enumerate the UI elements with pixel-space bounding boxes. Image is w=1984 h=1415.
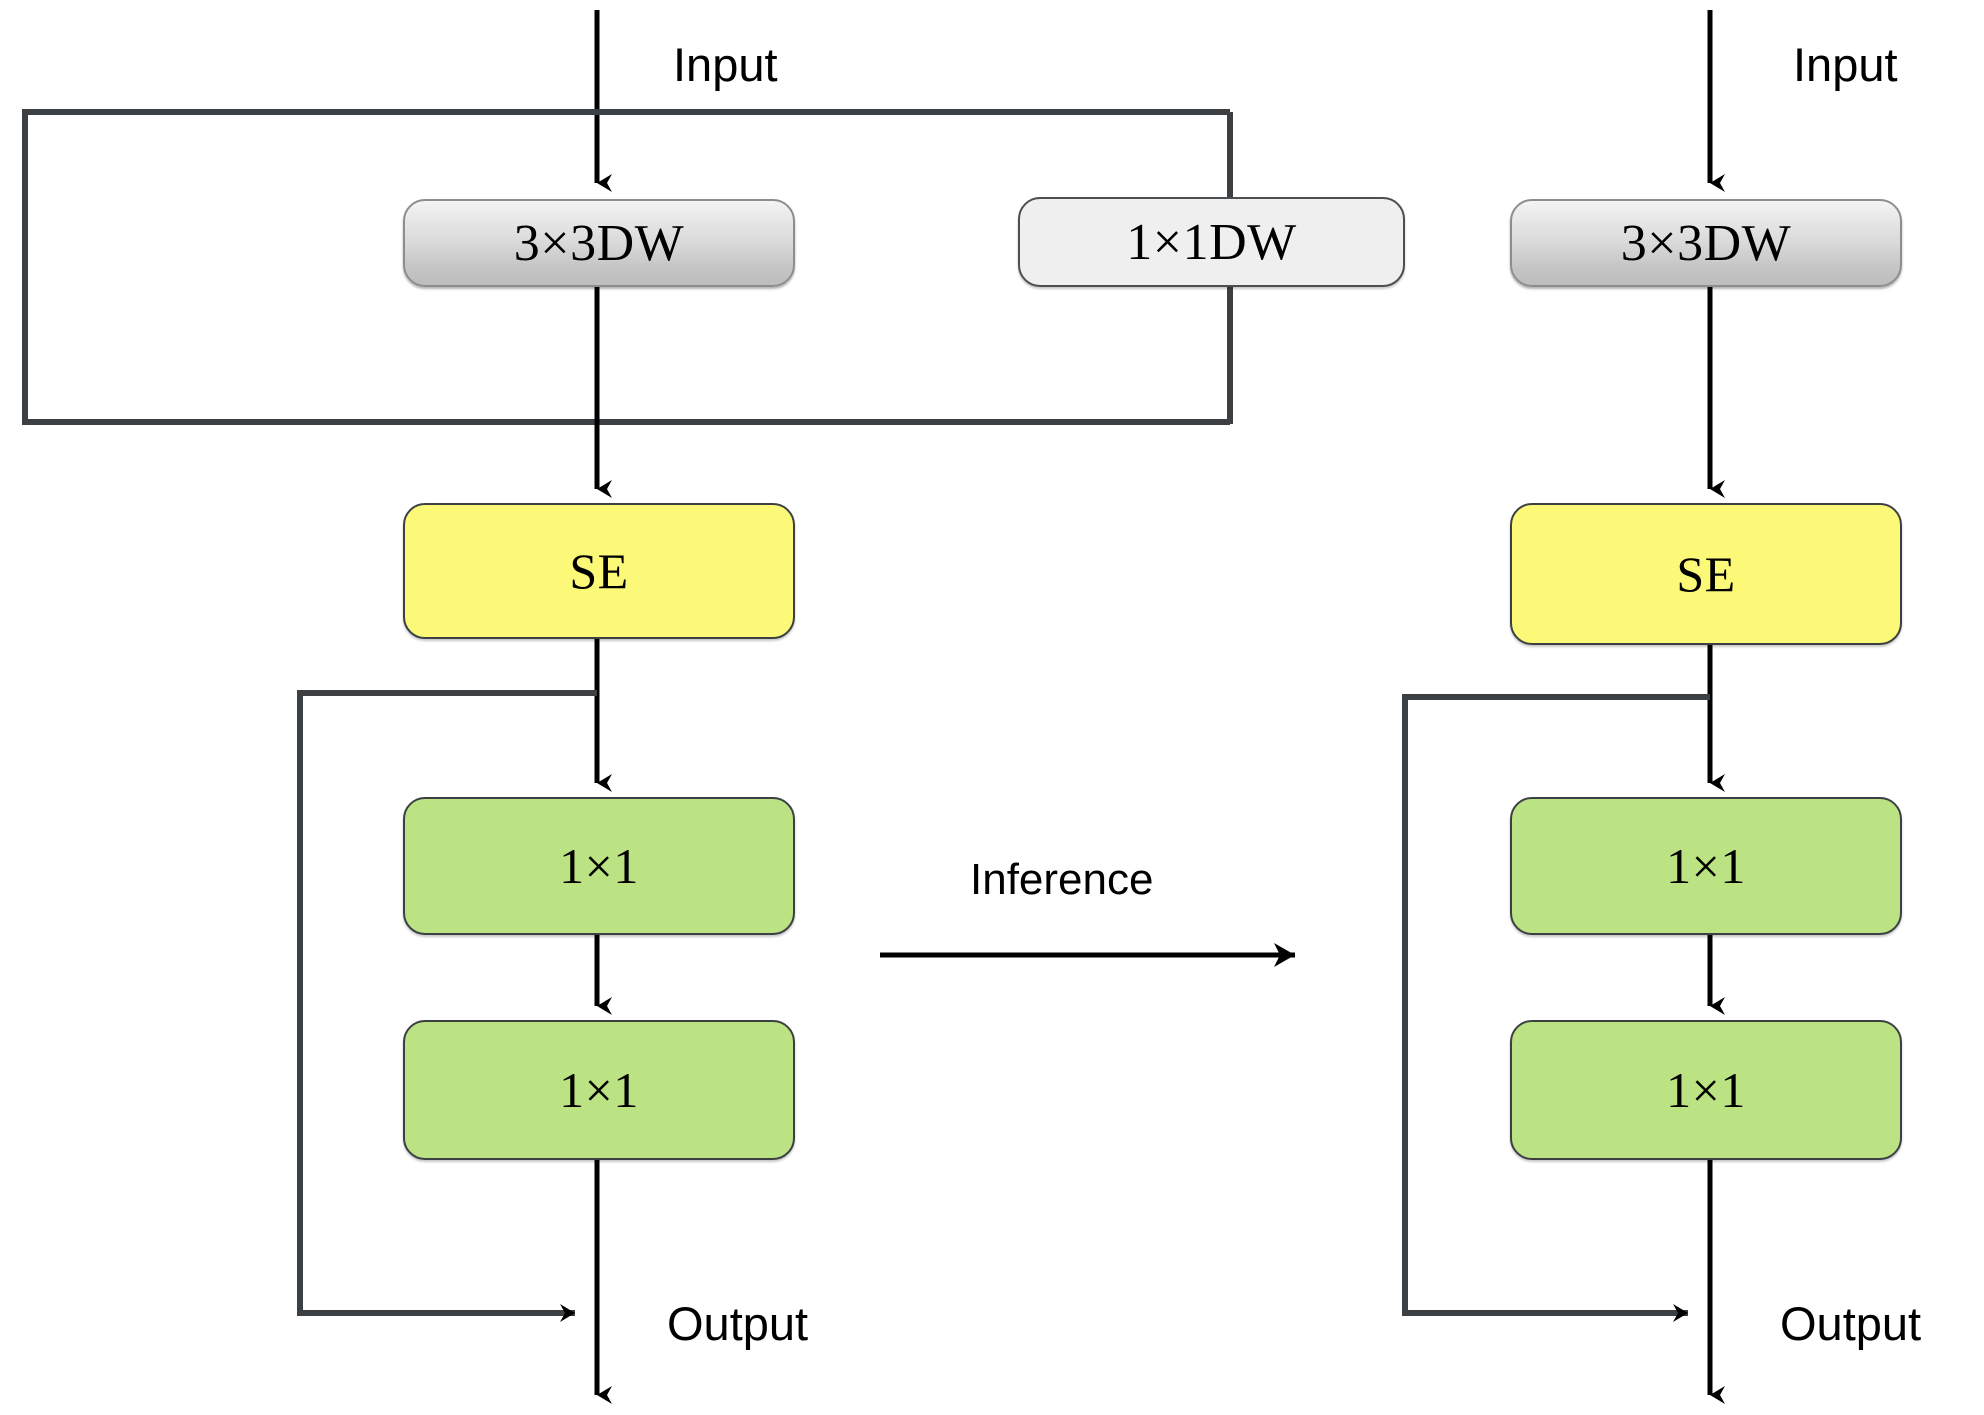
node-right-se-label: SE: [1676, 546, 1736, 602]
label-inference: Inference: [970, 855, 1154, 904]
node-right-pw2-label: 1×1: [1666, 1062, 1746, 1118]
node-left-dw3x3-label: 3×3DW: [513, 214, 685, 272]
node-left-pw2[interactable]: 1×1: [403, 1020, 795, 1160]
node-right-pw2[interactable]: 1×1: [1510, 1020, 1902, 1160]
node-left-pw1[interactable]: 1×1: [403, 797, 795, 935]
label-right-input: Input: [1793, 38, 1898, 91]
node-right-se[interactable]: SE: [1510, 503, 1902, 645]
node-left-dw1x1[interactable]: 1×1DW: [1018, 197, 1405, 287]
node-right-dw3x3-label: 3×3DW: [1620, 214, 1792, 272]
label-right-output: Output: [1780, 1297, 1922, 1350]
wire-left-identity-around-dw: [22, 109, 1230, 425]
wire-left-identity-around-pw: [297, 690, 597, 1322]
node-left-se-label: SE: [569, 543, 629, 599]
node-left-dw1x1-label: 1×1DW: [1126, 213, 1297, 271]
node-left-se[interactable]: SE: [403, 503, 795, 639]
node-right-pw1[interactable]: 1×1: [1510, 797, 1902, 935]
node-right-pw1-label: 1×1: [1666, 838, 1746, 894]
label-left-input: Input: [673, 38, 778, 91]
wire-right-identity-around-pw: [1402, 694, 1710, 1322]
node-left-dw3x3[interactable]: 3×3DW: [403, 199, 795, 287]
node-left-pw1-label: 1×1: [559, 838, 639, 894]
node-right-dw3x3[interactable]: 3×3DW: [1510, 199, 1902, 287]
node-left-pw2-label: 1×1: [559, 1062, 639, 1118]
label-left-output: Output: [667, 1297, 809, 1350]
